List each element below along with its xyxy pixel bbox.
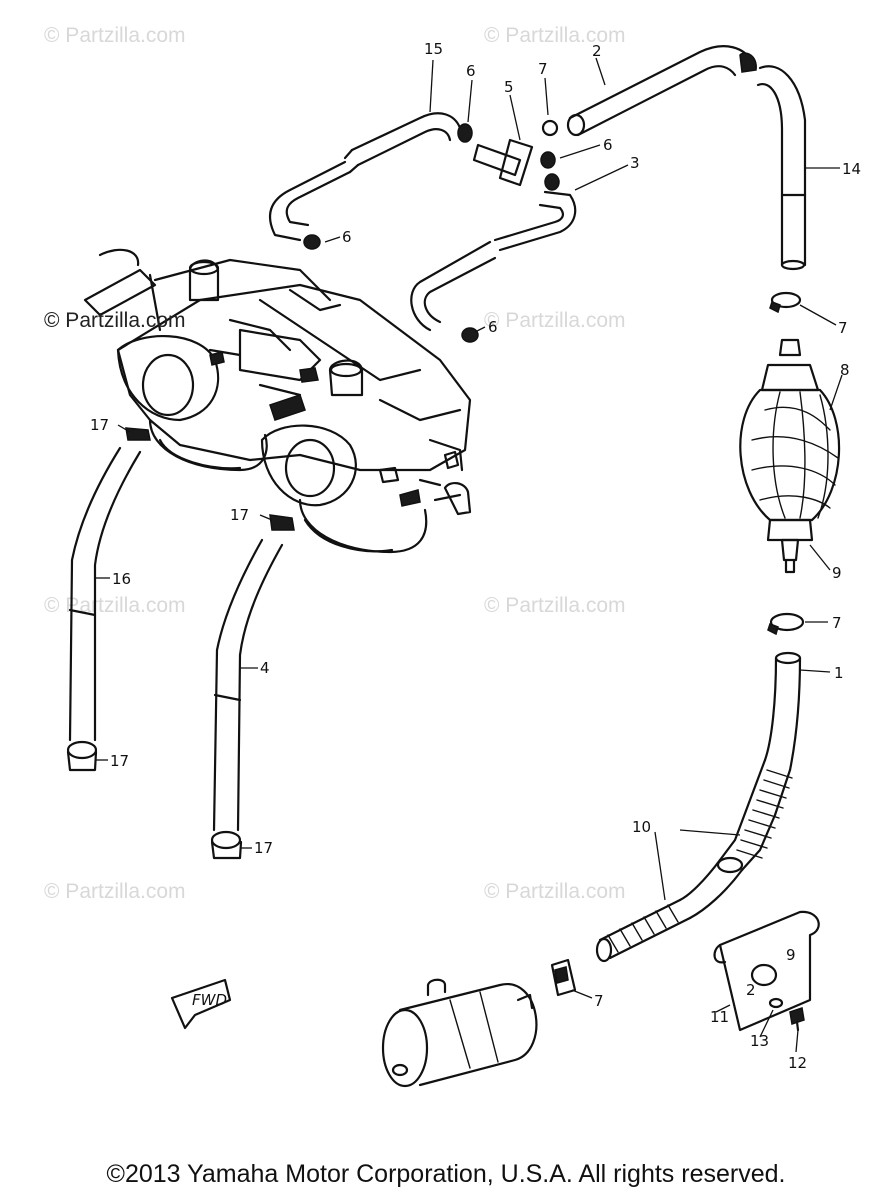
bracket-mark-2: 2 (746, 981, 756, 999)
carburetor-assembly (83, 248, 472, 554)
callout-7-bulb-bottom: 7 (832, 614, 842, 632)
callout-17-upper-left: 17 (90, 416, 109, 434)
watermark-3: © Partzilla.com (484, 309, 626, 332)
clamp-6-top (303, 119, 560, 343)
bracket-mark-9: 9 (786, 946, 796, 964)
callout-6-top: 6 (466, 62, 476, 80)
fwd-arrow-icon: FWD (170, 978, 232, 1030)
leader-lines (96, 57, 843, 1053)
watermark-6: © Partzilla.com (44, 880, 186, 903)
clamp-7-upper (769, 291, 802, 314)
callout-5: 5 (504, 78, 514, 96)
callout-7-top: 7 (538, 60, 548, 78)
hose-16 (66, 427, 151, 772)
callout-8: 8 (840, 361, 850, 379)
watermark-1: © Partzilla.com (44, 24, 186, 47)
fwd-label: FWD (192, 991, 227, 1009)
copyright-notice: ©2013 Yamaha Motor Corporation, U.S.A. A… (106, 1160, 786, 1188)
mounting-bracket: 2 9 (713, 910, 820, 1032)
watermark-5: © Partzilla.com (484, 594, 626, 617)
callout-11: 11 (710, 1008, 729, 1026)
lower-fuel-line (595, 651, 802, 963)
callout-17-upper-mid: 17 (230, 506, 249, 524)
watermark-overlay: © Partzilla.com (44, 309, 186, 332)
fuel-filter (381, 978, 538, 1088)
clamp-7-filter (550, 958, 577, 997)
callout-2: 2 (592, 42, 602, 60)
callout-17-lower-left: 17 (110, 752, 129, 770)
watermark-7: © Partzilla.com (484, 880, 626, 903)
upper-hoses (268, 45, 807, 343)
callout-13: 13 (750, 1032, 769, 1050)
callout-6-right: 6 (488, 318, 498, 336)
callout-9: 9 (832, 564, 842, 582)
watermarks: © Partzilla.com © Partzilla.com © Partzi… (44, 24, 626, 903)
callout-4: 4 (260, 659, 270, 677)
callout-6-left: 6 (342, 228, 352, 246)
callout-7-filter: 7 (594, 992, 604, 1010)
hose-4 (210, 514, 295, 860)
watermark-2: © Partzilla.com (484, 24, 626, 47)
callout-3: 3 (630, 154, 640, 172)
callout-12: 12 (788, 1054, 807, 1072)
watermark-4: © Partzilla.com (44, 594, 186, 617)
callout-16: 16 (112, 570, 131, 588)
clamp-7-lower (767, 612, 805, 636)
callout-1: 1 (834, 664, 844, 682)
primer-bulb (739, 338, 841, 574)
callout-14: 14 (842, 160, 861, 178)
callout-15: 15 (424, 40, 443, 58)
callout-labels: 15 6 5 7 2 6 3 14 6 6 7 8 9 7 1 10 7 11 … (90, 40, 861, 1072)
callout-7-bulb-top: 7 (838, 319, 848, 337)
callout-10: 10 (632, 818, 651, 836)
callout-6-mid: 6 (603, 136, 613, 154)
callout-17-lower-mid: 17 (254, 839, 273, 857)
